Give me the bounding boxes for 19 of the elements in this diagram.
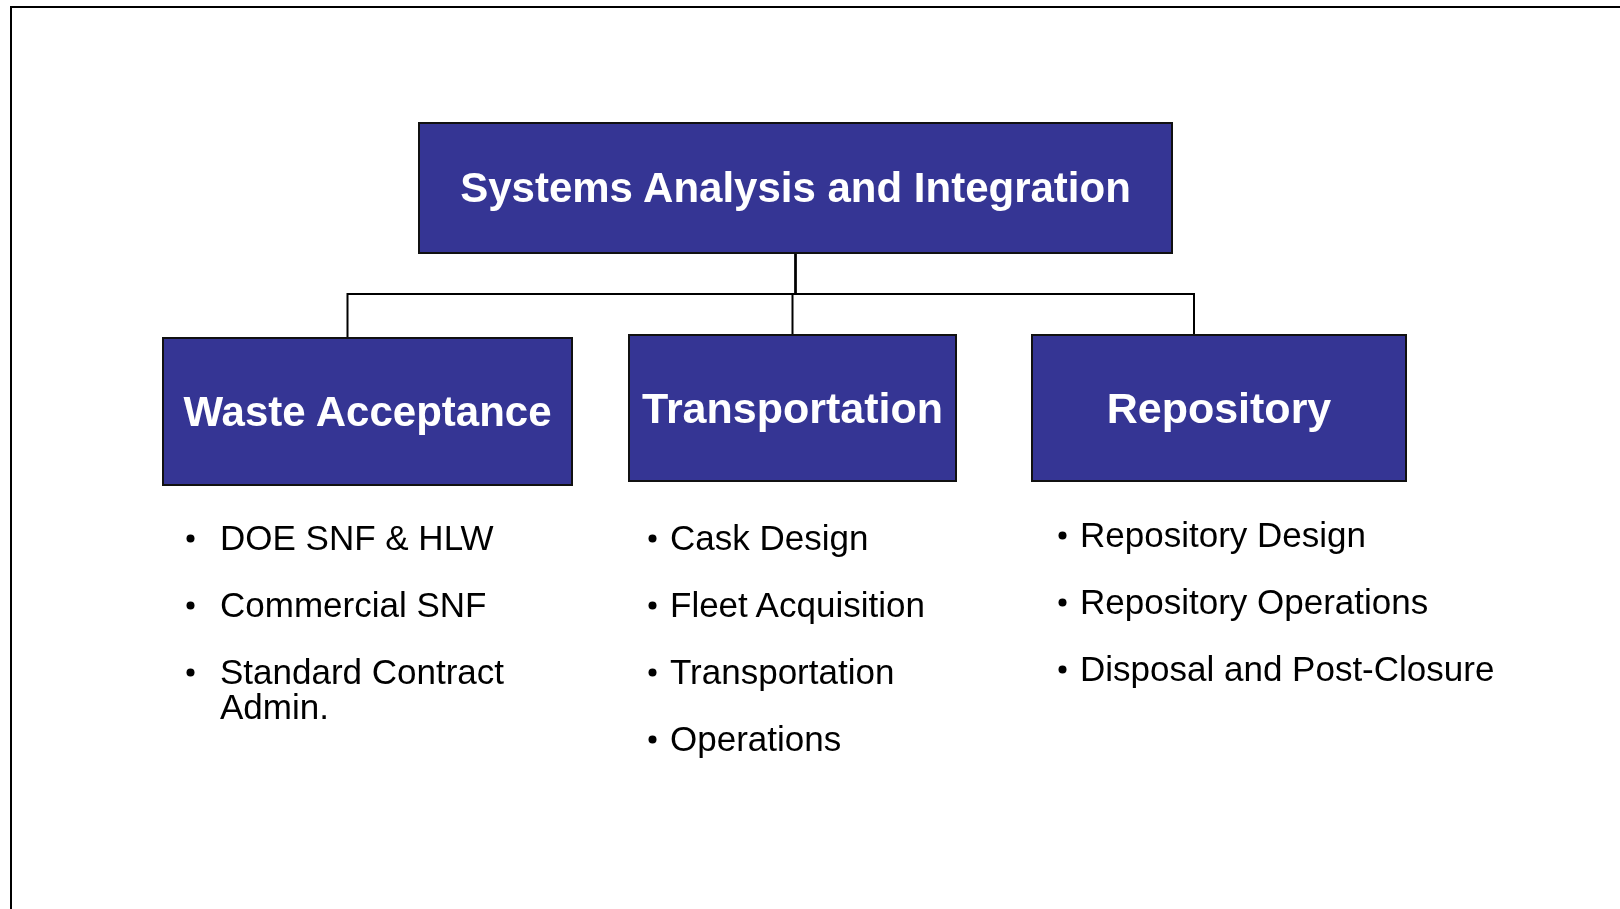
box-title: Repository <box>1106 383 1332 433</box>
org-box <box>628 334 957 482</box>
org-box <box>1031 334 1407 482</box>
box-title: Transportation <box>642 383 943 433</box>
bullet-item: Cask Design <box>670 520 869 555</box>
org-box <box>418 122 1173 254</box>
bullet-item: Repository Operations <box>1080 584 1429 619</box>
box-title: Systems Analysis and Integration <box>460 164 1131 212</box>
bullet-item: Disposal and Post-Closure <box>1080 651 1495 686</box>
bullet-item: Repository Design <box>1080 517 1366 552</box>
bullet-item: Standard Contract Admin. <box>220 654 506 724</box>
org-box <box>162 337 573 486</box>
connector-line <box>794 253 1195 335</box>
bullet-item: Transportation <box>670 654 895 689</box>
bullet-item: Operations <box>670 721 842 756</box>
box-title: Waste Acceptance <box>183 387 552 436</box>
bullet-item: DOE SNF & HLW <box>220 520 494 555</box>
bullet-item: Commercial SNF <box>220 587 487 622</box>
bullet-item: Fleet Acquisition <box>670 587 925 622</box>
